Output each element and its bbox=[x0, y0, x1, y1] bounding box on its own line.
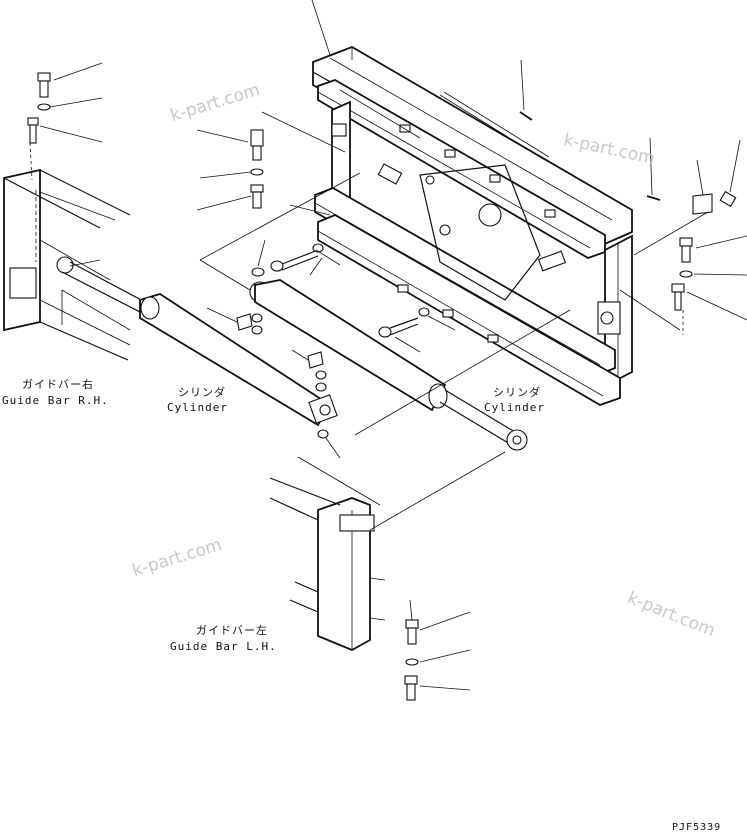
cylinder-right bbox=[249, 279, 528, 451]
cylinder-left bbox=[56, 256, 338, 427]
hardware bbox=[27, 72, 737, 701]
cylinder-right-label-en: Cylinder bbox=[484, 401, 545, 414]
guide-bar-lh bbox=[269, 477, 386, 651]
cylinder-left-label-jp: シリンダ bbox=[178, 386, 226, 399]
cylinder-left-label-en: Cylinder bbox=[167, 401, 228, 414]
drawing-code: PJF5339 bbox=[672, 822, 722, 833]
guide-bar-rh-label-jp: ガイドバー右 bbox=[22, 378, 94, 391]
guide-bar-rh-label-en: Guide Bar R.H. bbox=[2, 394, 109, 407]
leader-lines bbox=[29, 0, 747, 691]
guide-bar-lh-label-en: Guide Bar L.H. bbox=[170, 640, 277, 653]
guide-bar-rh bbox=[3, 168, 131, 361]
main-frame bbox=[312, 46, 633, 406]
cylinder-right-label-jp: シリンダ bbox=[493, 386, 541, 399]
guide-bar-lh-label-jp: ガイドバー左 bbox=[196, 624, 268, 637]
